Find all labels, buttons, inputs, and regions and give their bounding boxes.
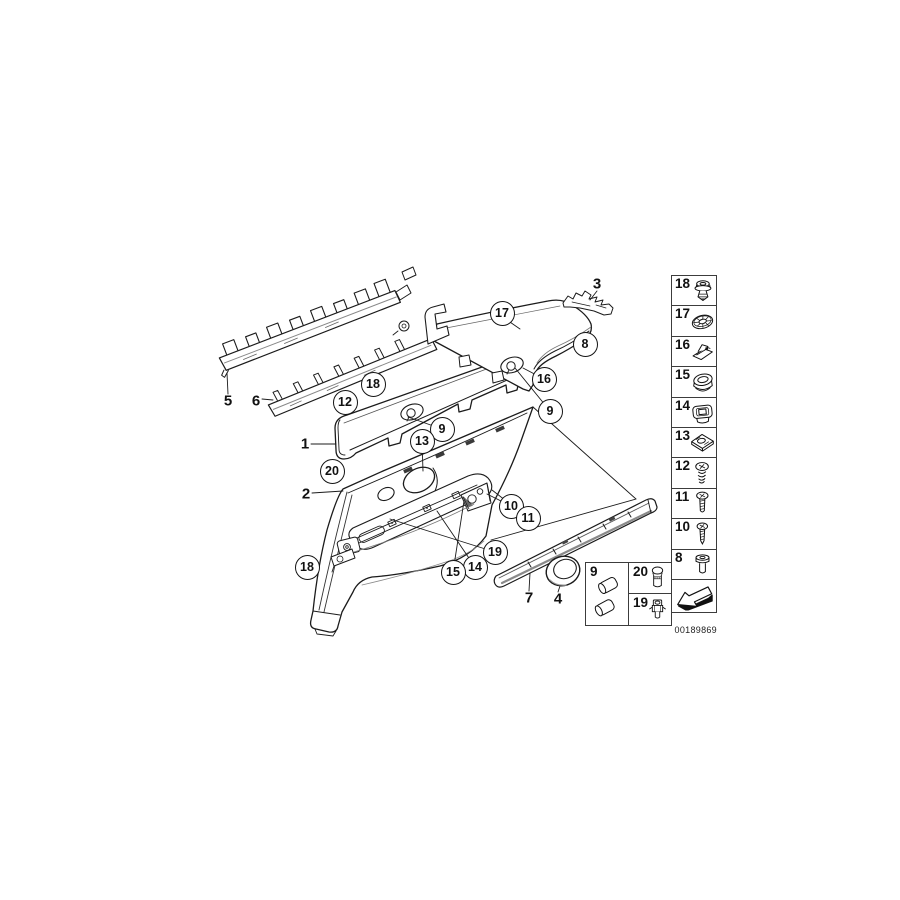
stud-bolt-icon <box>651 566 664 588</box>
part-label-5[interactable]: 5 <box>223 392 233 410</box>
part-3-bracket <box>562 290 614 316</box>
callout-19[interactable]: 19 <box>482 539 508 565</box>
part-label-2[interactable]: 2 <box>301 485 311 503</box>
legend-item-10[interactable]: 10 <box>671 518 717 550</box>
expanding-rivet-icon <box>694 279 712 301</box>
part-1-trim-strip <box>334 349 538 460</box>
legend-item-number: 11 <box>675 488 690 504</box>
part-6-mounting-rail <box>267 338 438 417</box>
tapping-screw-icon <box>696 522 709 545</box>
legend-item-number: 16 <box>675 336 691 352</box>
socket-grommet-icon <box>691 404 714 424</box>
rail-end-fittings <box>392 266 450 345</box>
legend-item-9[interactable]: 9 <box>585 562 629 626</box>
legend-item-12[interactable]: 12 <box>671 457 717 489</box>
clip-holder-icon <box>648 599 667 619</box>
part-label-6[interactable]: 6 <box>251 392 261 410</box>
callout-20[interactable]: 20 <box>319 458 345 484</box>
legend-item-arrow[interactable] <box>671 578 717 613</box>
part-4-round-cover <box>545 555 581 587</box>
legend-item-8[interactable]: 8 <box>671 548 717 580</box>
part-5-mounting-rail <box>218 278 401 378</box>
legend-item-15[interactable]: 15 <box>671 366 717 398</box>
legend-item-18[interactable]: 18 <box>671 275 717 307</box>
legend-item-number: 13 <box>675 427 691 443</box>
part-7-sill-strip <box>493 498 658 588</box>
screw-spring-washer-icon <box>695 462 709 484</box>
legend-item-number: 15 <box>675 367 691 383</box>
legend-item-number: 10 <box>675 519 691 535</box>
legend-item-13[interactable]: 13 <box>671 426 717 459</box>
legend-item-number: 20 <box>633 564 649 579</box>
legend-item-number: 19 <box>633 595 649 610</box>
legend-item-number: 12 <box>675 458 691 474</box>
part-label-4[interactable]: 4 <box>553 590 563 608</box>
blind-plug-icon <box>692 371 714 392</box>
legend-item-14[interactable]: 14 <box>671 396 717 428</box>
callout-8[interactable]: 8 <box>572 331 598 357</box>
callout-13[interactable]: 13 <box>409 428 435 454</box>
legend-item-number: 18 <box>675 276 691 291</box>
legend-item-number: 14 <box>675 397 691 413</box>
legend-item-number: 17 <box>675 306 691 322</box>
fastener-legend-column: 18 17 16 15 14 13 12 11 10 8 <box>671 275 717 613</box>
callout-18[interactable]: 18 <box>294 554 320 580</box>
retaining-clamp-icon <box>692 344 713 361</box>
legend-item-11[interactable]: 11 <box>671 487 717 520</box>
part-label-7[interactable]: 7 <box>524 589 534 607</box>
cap-pair-icon <box>593 576 620 619</box>
pan-head-screw-icon <box>696 491 709 514</box>
callout-17[interactable]: 17 <box>489 300 515 326</box>
callout-14[interactable]: 14 <box>462 554 488 580</box>
callout-15[interactable]: 15 <box>440 559 466 585</box>
part-label-3[interactable]: 3 <box>592 275 602 293</box>
part-2-quarter-trim-panel <box>309 406 534 637</box>
document-number: 00189869 <box>674 625 717 635</box>
callout-9[interactable]: 9 <box>537 398 563 424</box>
grommet-washer-icon <box>690 312 715 332</box>
callout-12[interactable]: 12 <box>332 389 358 415</box>
direction-arrow-icon <box>677 586 713 611</box>
legend-item-number: 9 <box>590 564 598 579</box>
legend-item-20[interactable]: 20 <box>628 562 672 594</box>
legend-item-19[interactable]: 19 <box>628 593 672 626</box>
callout-18[interactable]: 18 <box>360 371 386 397</box>
callout-11[interactable]: 11 <box>515 505 541 531</box>
callout-16[interactable]: 16 <box>531 366 557 392</box>
legend-item-17[interactable]: 17 <box>671 305 717 337</box>
part-label-1[interactable]: 1 <box>300 435 310 453</box>
rivet-pin-icon <box>695 554 710 574</box>
leader-lines <box>226 290 637 593</box>
legend-item-number: 8 <box>675 549 683 565</box>
speed-nut-icon <box>691 433 714 452</box>
legend-item-16[interactable]: 16 <box>671 335 717 368</box>
